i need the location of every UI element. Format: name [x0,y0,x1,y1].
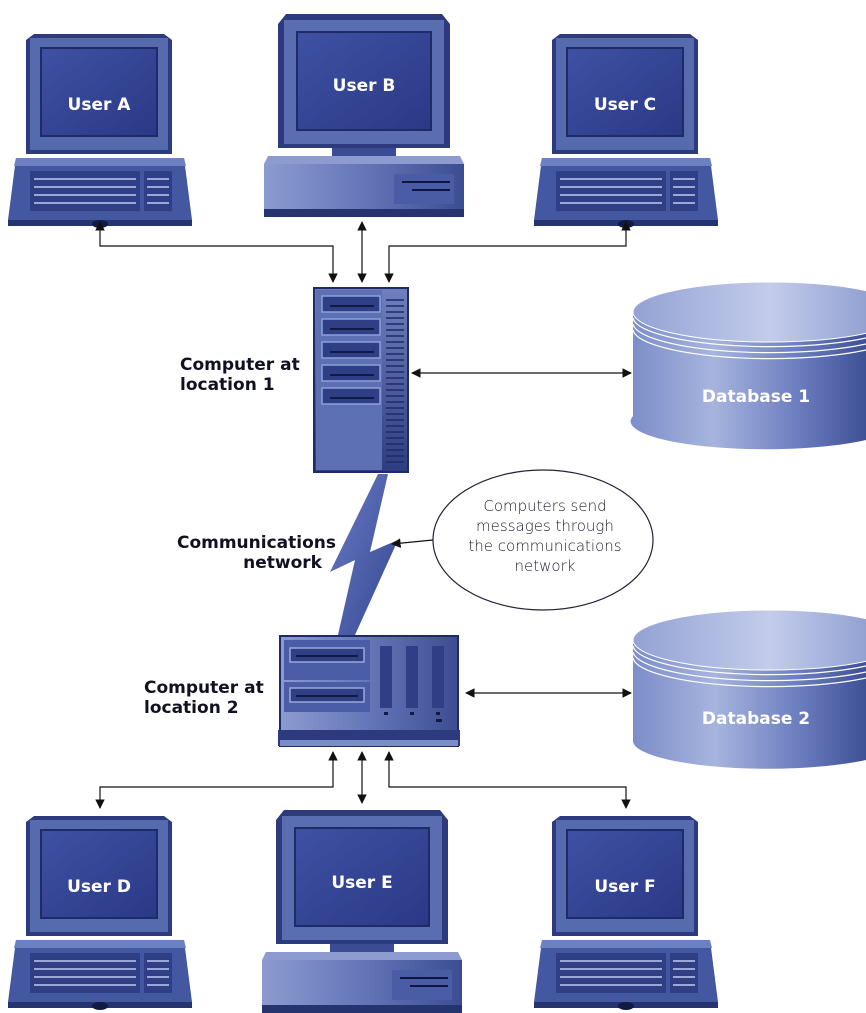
database-1-label: Database 1 [702,387,810,407]
minicomputer-location-2 [278,635,460,747]
callout-line-1: Computers send [483,497,606,515]
laptop-user-d: User D [7,815,193,1011]
links-top [95,221,631,283]
callout-line-2: messages through [476,517,614,535]
laptop-user-a: User A [7,33,193,229]
callout-line-3: the communications [468,537,621,555]
database-1-cylinder [630,281,866,450]
user-d-label: User D [67,877,131,897]
laptop-user-c: User C [533,33,719,229]
desktop-user-b: User B [263,13,465,218]
network-label-line1: Communications [177,533,336,553]
network-callout-bubble [391,469,654,611]
user-b-label: User B [333,76,396,96]
computer-location-1-label-line2: location 1 [180,375,275,395]
computer-location-1-label-line1: Computer at [180,355,300,375]
links-bottom [95,751,631,809]
user-f-label: User F [594,877,655,897]
user-e-label: User E [331,873,392,893]
tower-computer-location-1 [313,287,409,473]
database-2-cylinder [632,609,866,769]
database-2-label: Database 2 [702,709,810,729]
network-label-line2: network [243,553,323,573]
desktop-user-e: User E [261,809,463,1013]
computer-location-2-label-line2: location 2 [144,698,239,718]
lightning-bolt [330,474,398,648]
callout-line-4: network [515,557,576,575]
user-c-label: User C [594,95,656,115]
user-a-label: User A [68,95,132,115]
laptop-user-f: User F [533,815,719,1011]
computer-location-2-label-line1: Computer at [144,678,264,698]
